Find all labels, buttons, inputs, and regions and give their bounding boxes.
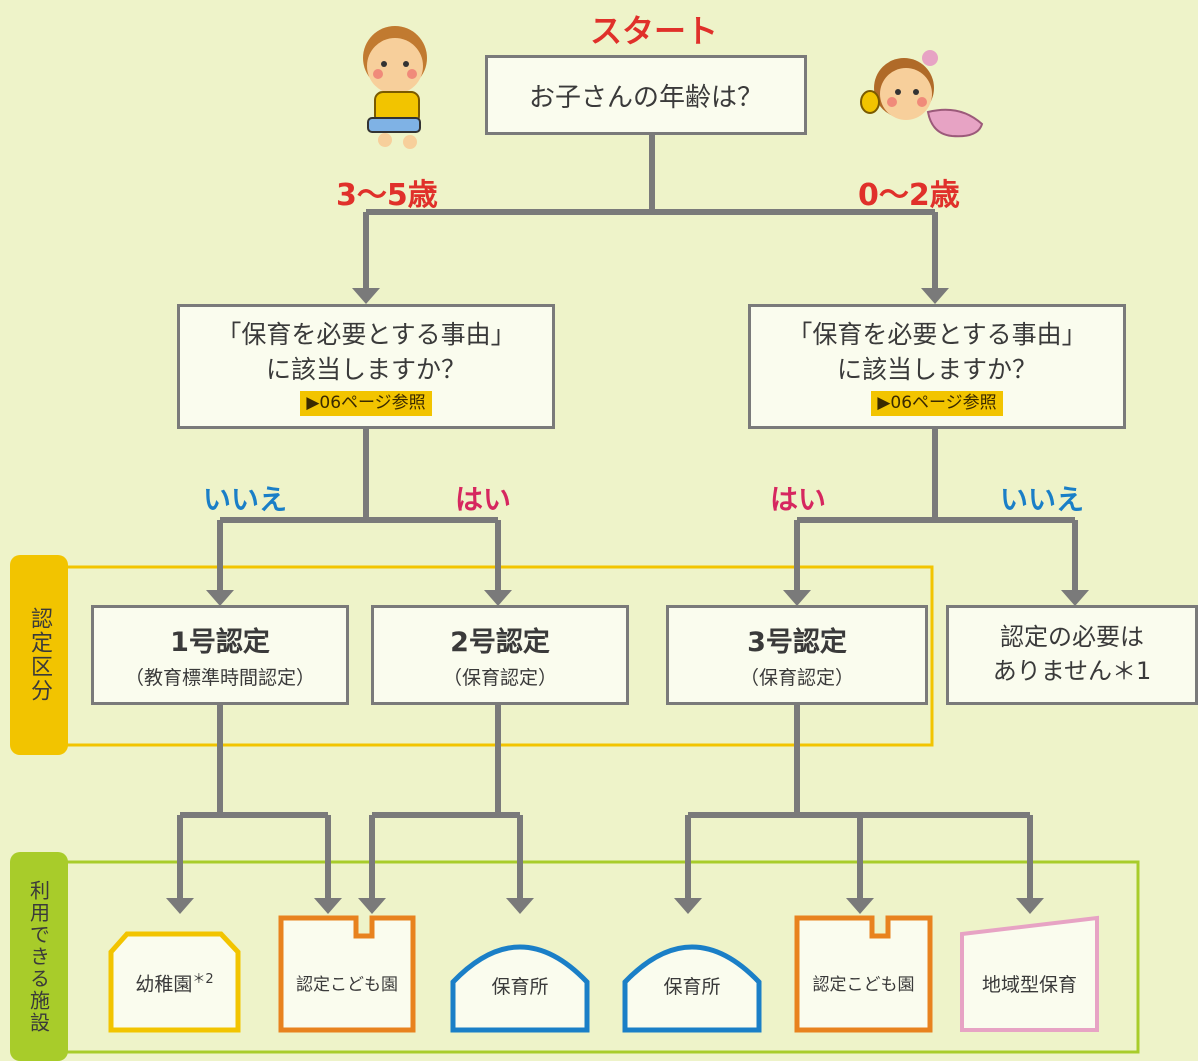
facility-name: 地域型保育 (981, 974, 1077, 996)
age-branch-right: 0～2歳 (858, 178, 960, 213)
nintei-kodomoen-shape (278, 915, 416, 1033)
certification-type2-box: 2号認定 （保育認定） (371, 605, 629, 705)
facility-hoikusho: 保育所 (453, 972, 587, 999)
facility-note: ＊2 (192, 972, 214, 987)
facility-chiikigata: 地域型保育 (962, 970, 1097, 997)
certification-type3-box: 3号認定 （保育認定） (666, 605, 928, 705)
answer-no-right: いいえ (1000, 483, 1085, 516)
certification-title: 2号認定 (450, 627, 550, 658)
facility-name: 保育所 (663, 976, 721, 998)
kindergarten-shape (108, 931, 241, 1033)
facility-name: 認定こども園 (296, 975, 398, 995)
certification-sub: （教育標準時間認定） (124, 667, 315, 689)
nintei-kodomoen-shape-2 (794, 915, 933, 1033)
question-line1: 「保育を必要とする事由」 (787, 319, 1087, 349)
facility-section-tab: 利用できる施設 (10, 852, 68, 1061)
facility-name: 幼稚園 (135, 973, 193, 996)
answer-yes-right: はい (770, 483, 827, 516)
age-question-text: お子さんの年齢は？ (528, 82, 763, 113)
age-branch-left: 3～5歳 (336, 178, 438, 213)
answer-no-left: いいえ (203, 483, 288, 516)
certification-title: 1号認定 (170, 627, 270, 658)
certification-type1-box: 1号認定 （教育標準時間認定） (91, 605, 349, 705)
no-cert-line2: ありません＊1 (992, 657, 1152, 685)
start-label: スタート (590, 12, 719, 50)
girl-illustration (860, 50, 984, 138)
no-cert-line1: 認定の必要は (1000, 623, 1144, 652)
no-certification-box: 認定の必要は ありません＊1 (946, 605, 1198, 705)
question-line2: に該当しますか？ (836, 354, 1037, 384)
certification-sub: （保育認定） (739, 667, 854, 689)
facility-name: 認定こども園 (812, 975, 915, 995)
chiikigata-shape (960, 915, 1099, 1032)
hoikusho-shape-2 (622, 944, 762, 1033)
facility-hoikusho-2: 保育所 (625, 972, 759, 999)
certification-section-tab: 認定区分 (10, 555, 68, 755)
facility-kindergarten: 幼稚園＊2 (111, 968, 238, 996)
boy-illustration (363, 26, 427, 149)
question-line1: 「保育を必要とする事由」 (216, 319, 516, 349)
hoikusho-shape (450, 944, 590, 1033)
certification-sub: （保育認定） (442, 667, 557, 689)
page-ref-tag[interactable]: ▶06ページ参照 (871, 390, 1003, 417)
certification-title: 3号認定 (747, 627, 847, 658)
facility-nintei-kodomoen: 認定こども園 (281, 970, 413, 995)
childcare-need-question-right: 「保育を必要とする事由」 に該当しますか？ ▶06ページ参照 (748, 304, 1126, 429)
facility-name: 保育所 (491, 976, 549, 998)
facility-nintei-kodomoen-2: 認定こども園 (797, 970, 930, 995)
age-question-box: お子さんの年齢は？ (485, 55, 807, 135)
childcare-need-question-left: 「保育を必要とする事由」 に該当しますか？ ▶06ページ参照 (177, 304, 555, 429)
question-line2: に該当しますか？ (265, 354, 466, 384)
answer-yes-left: はい (455, 483, 512, 516)
page-ref-tag[interactable]: ▶06ページ参照 (300, 390, 432, 417)
